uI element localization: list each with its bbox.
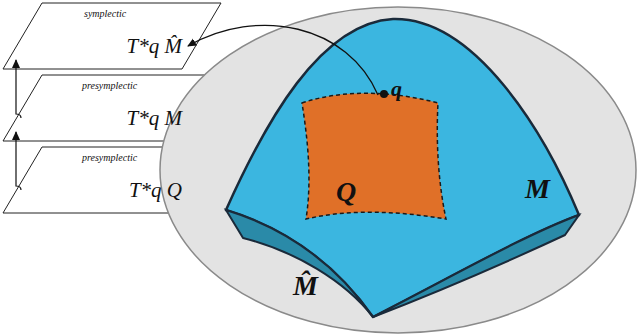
space-label: M	[525, 173, 550, 205]
space-label: Q	[336, 176, 356, 208]
ellipse-region: M̂MQ	[158, 5, 638, 335]
curved-arrow	[188, 25, 378, 95]
structure-label: presymplectic	[82, 152, 137, 163]
tangent-plane: symplecticT*q M̂	[2, 2, 222, 70]
surface-region: MQ	[225, 13, 585, 323]
inclusion-arrow	[16, 132, 21, 190]
inclusion-arrow	[16, 60, 21, 118]
structure-label: presymplectic	[82, 80, 137, 91]
space-label: M̂	[293, 270, 318, 302]
structure-label: symplectic	[84, 8, 126, 19]
point-dot	[380, 90, 388, 98]
space-label: T*q Q	[129, 178, 182, 203]
patch-shape	[298, 81, 450, 226]
space-label: T*q M̂	[127, 34, 182, 59]
point-label: q	[391, 76, 402, 102]
patch-region: Q	[298, 81, 450, 226]
space-label: T*q M	[127, 106, 182, 131]
